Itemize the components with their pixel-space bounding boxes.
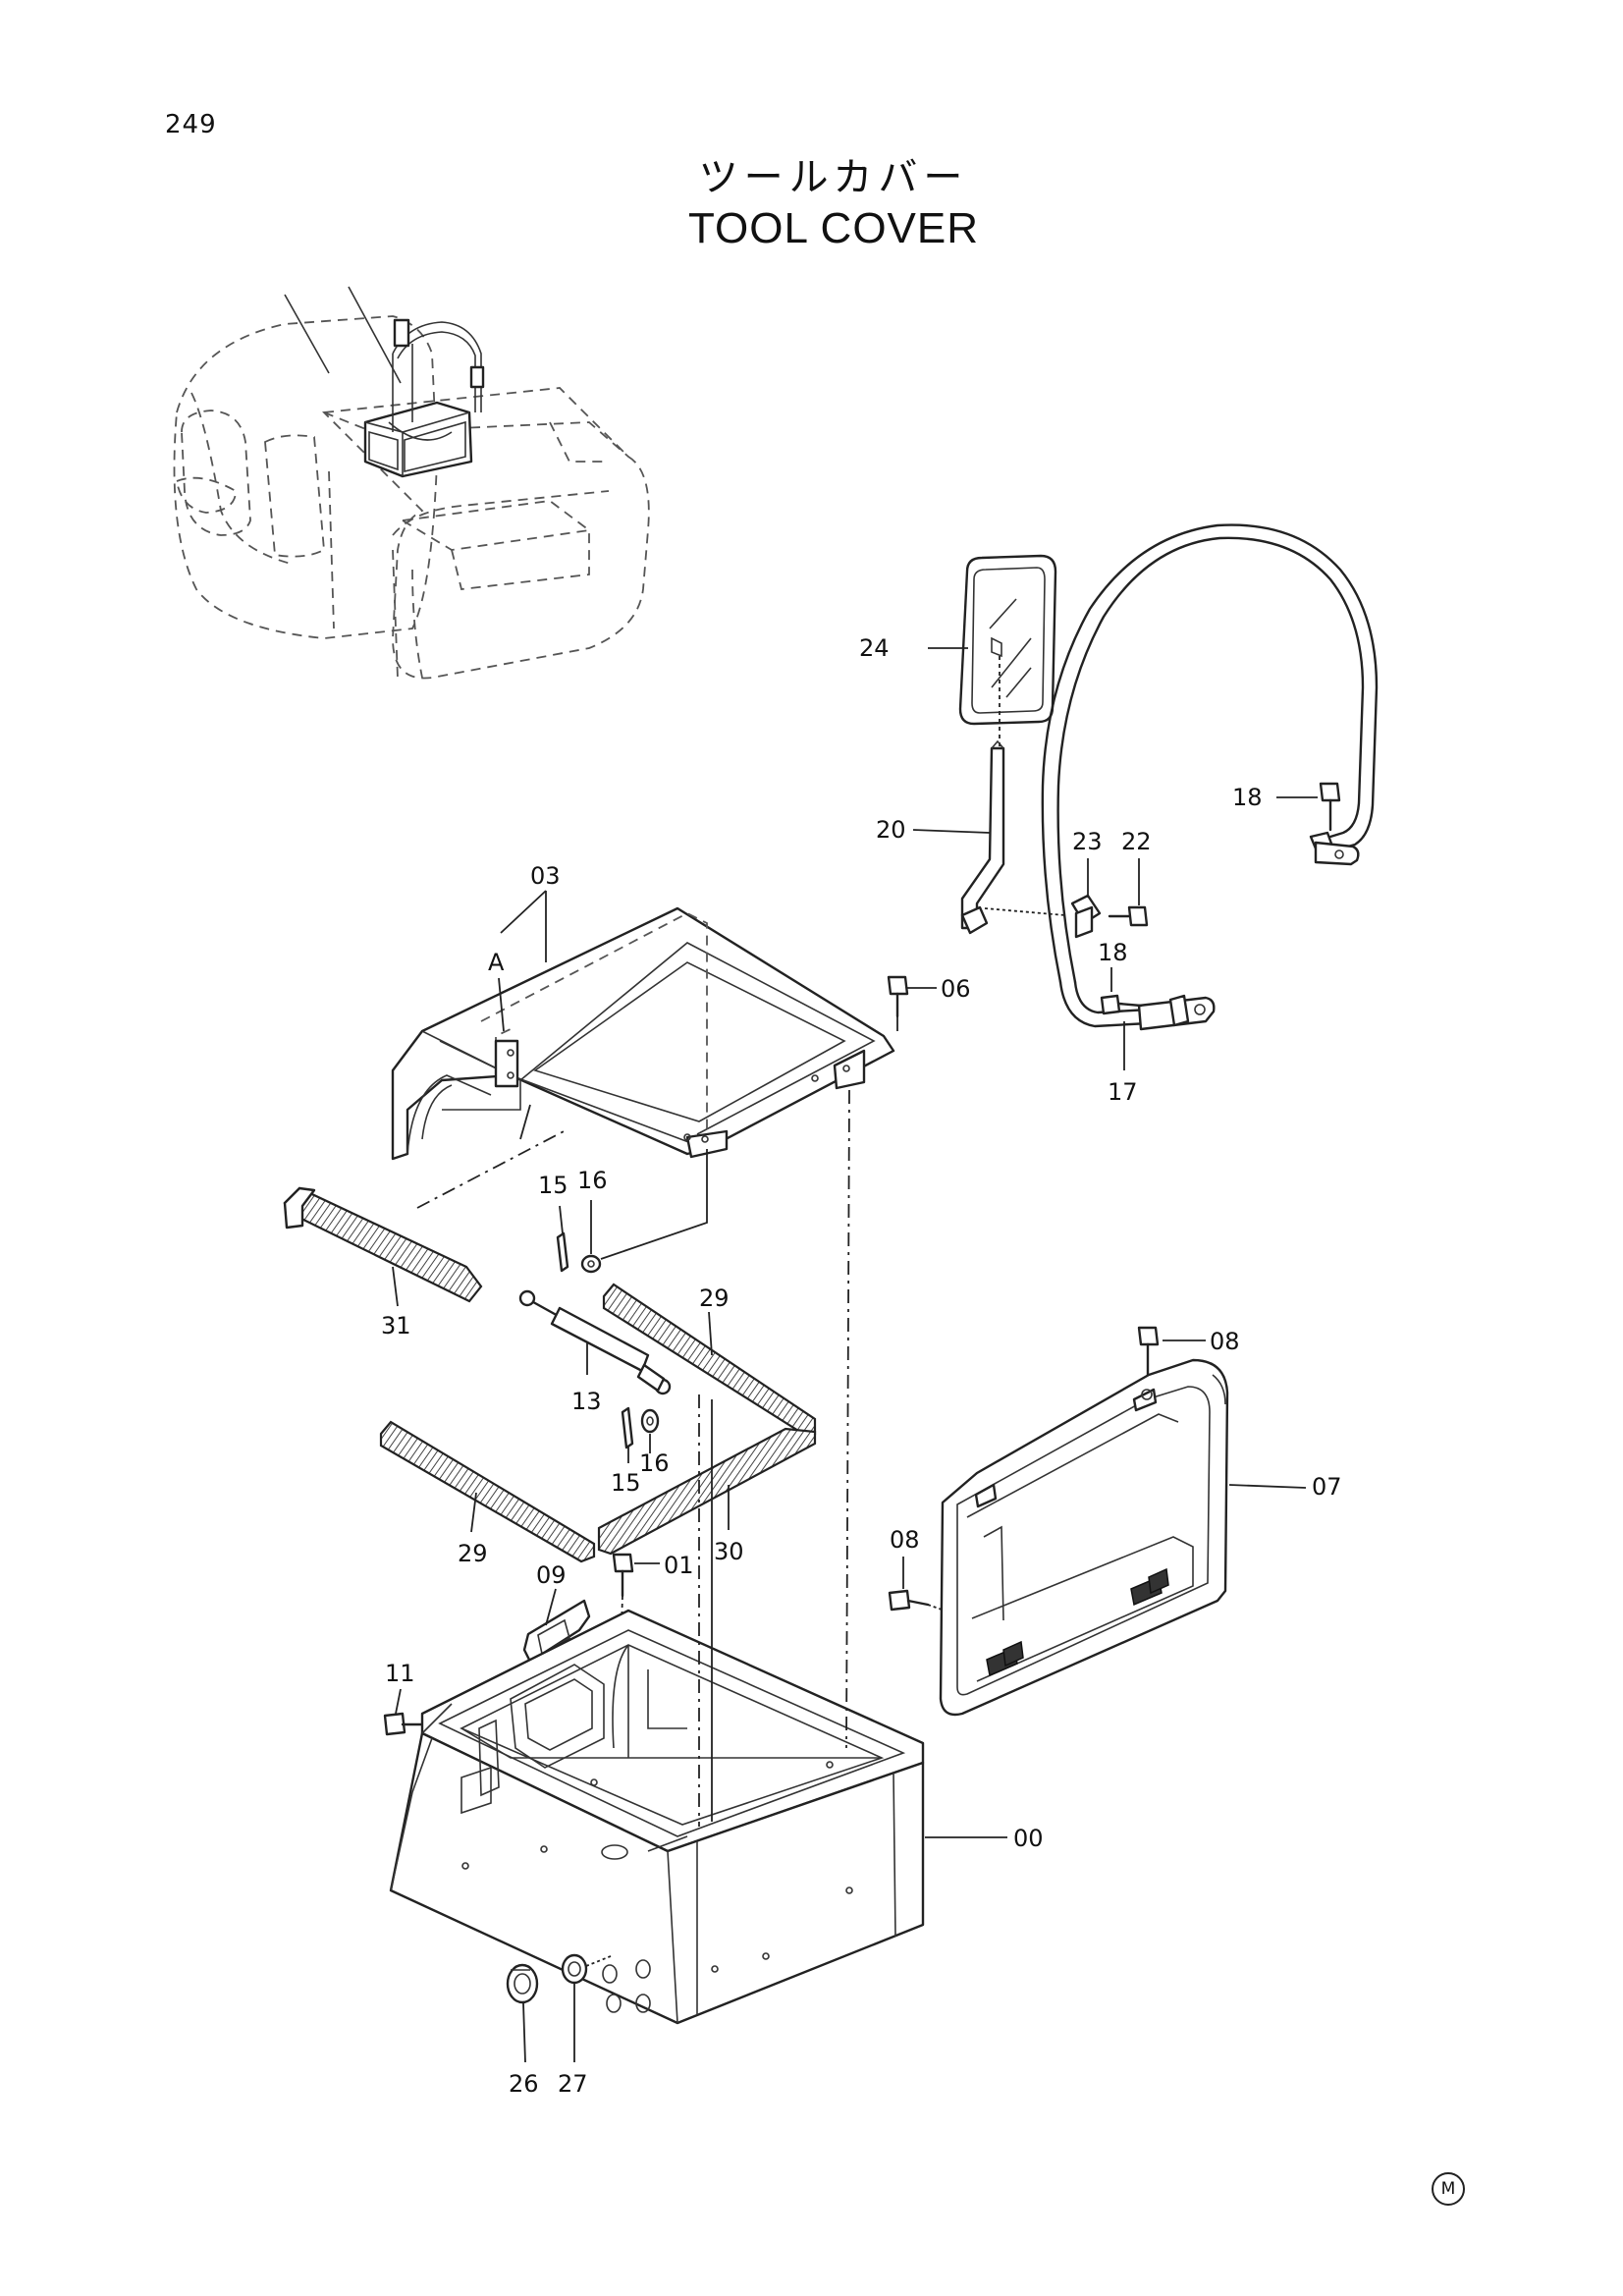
copyright-mark: M: [1432, 2172, 1465, 2206]
callout-15-upper: 15: [538, 1172, 568, 1199]
callout-16-lower: 16: [639, 1449, 670, 1477]
part-31-seal: [283, 1186, 483, 1303]
callout-23: 23: [1072, 828, 1103, 855]
part-16-washer-lower: [640, 1408, 660, 1434]
callout-09: 09: [536, 1561, 567, 1589]
leader-lines: [392, 647, 1318, 2063]
part-20-mirror-stay: [960, 739, 1066, 935]
callout-17: 17: [1108, 1078, 1138, 1106]
callout-30: 30: [714, 1538, 744, 1565]
callout-31: 31: [381, 1312, 411, 1339]
part-23-clamp: [1070, 894, 1102, 939]
part-18-bolt-lower: [1100, 994, 1143, 1015]
callout-03: 03: [530, 862, 561, 890]
highlighted-tool-box: [363, 318, 485, 478]
part-17-handrail: [1041, 523, 1379, 1031]
callout-15-lower: 15: [611, 1469, 641, 1497]
machine-overview-illustration: [173, 286, 650, 680]
part-26-grommet: [506, 1963, 539, 2004]
part-16-washer-upper: [580, 1254, 602, 1274]
callout-18-lower: 18: [1098, 939, 1128, 966]
part-07-door: [939, 1358, 1229, 1717]
part-06-bolt: [887, 975, 909, 1031]
part-24-mirror: [958, 554, 1057, 748]
callout-18-upper: 18: [1232, 784, 1263, 811]
callout-08-upper: 08: [1210, 1328, 1240, 1355]
callout-labels: 24 20 18 23 22 18 17 03 A 06 15 16 31 29…: [381, 634, 1342, 2098]
callout-06: 06: [941, 975, 971, 1003]
callout-20: 20: [876, 816, 906, 844]
part-13-gas-spring: [518, 1289, 672, 1395]
callout-07: 07: [1312, 1473, 1342, 1501]
part-11-bolt: [383, 1712, 429, 1736]
part-08-bolt-upper: [1137, 1326, 1160, 1377]
part-30-seal: [597, 1427, 817, 1556]
callout-27: 27: [558, 2070, 588, 2098]
callout-29-lower: 29: [458, 1540, 488, 1567]
part-29-seal-lower: [379, 1420, 596, 1563]
callout-00: 00: [1013, 1825, 1044, 1852]
callout-11: 11: [385, 1660, 415, 1687]
part-08-bolt-lower: [888, 1589, 946, 1612]
callout-01: 01: [664, 1552, 694, 1579]
callout-22: 22: [1121, 828, 1152, 855]
title-japanese: ツールカバー: [698, 155, 969, 200]
callout-24: 24: [859, 634, 890, 662]
title-english: TOOL COVER: [687, 204, 980, 252]
alignment-lines: [416, 1089, 850, 1827]
part-15-pin-upper: [556, 1231, 569, 1273]
page-number: 249: [165, 110, 217, 139]
callout-29-upper: 29: [699, 1285, 730, 1312]
part-03-top-cover: [391, 906, 895, 1161]
part-22-bolt: [1108, 905, 1149, 927]
callout-A: A: [488, 949, 505, 976]
callout-13: 13: [571, 1388, 602, 1415]
callout-26: 26: [509, 2070, 539, 2098]
callout-16-upper: 16: [577, 1167, 608, 1194]
part-18-bolt-upper: [1319, 782, 1341, 832]
part-00-tool-box: [389, 1609, 925, 2025]
callout-08-lower: 08: [890, 1526, 920, 1554]
part-15-pin-lower: [621, 1406, 634, 1449]
part-27-grommet: [561, 1953, 612, 1985]
